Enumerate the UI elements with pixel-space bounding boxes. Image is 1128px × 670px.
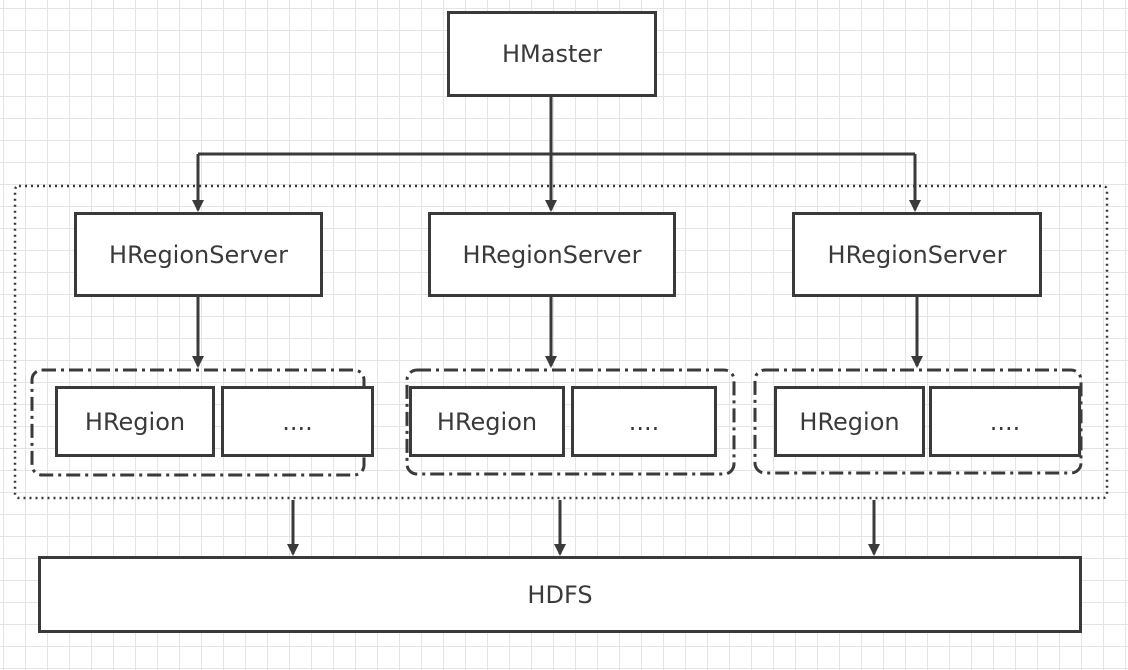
hregion-label: HRegion [436,407,538,436]
hregion-node: HRegion [774,386,925,457]
region-server-label: HRegionServer [827,240,1007,269]
hmaster-label: HMaster [501,40,602,68]
region-server-label: HRegionServer [109,240,288,269]
region-server-label: HRegionServer [462,240,642,269]
hdfs-node: HDFS [38,556,1082,633]
hregion-label: HRegion [84,407,186,436]
hregion-label: HRegion [799,407,900,436]
more-regions-label: .... [989,407,1021,436]
more-regions-node: .... [571,386,717,457]
hregion-node: HRegion [409,386,565,457]
region-server-node: HRegionServer [428,212,676,297]
region-server-node: HRegionServer [74,212,323,297]
more-regions-label: .... [282,407,313,436]
region-server-node: HRegionServer [792,212,1042,297]
hregion-node: HRegion [55,386,215,457]
hdfs-label: HDFS [527,580,593,609]
more-regions-node: .... [221,386,374,457]
more-regions-node: .... [929,386,1081,457]
region-group-boundary [405,368,736,476]
server-cluster-boundary [13,184,1109,500]
region-group-boundary [753,368,1083,475]
hmaster-node: HMaster [447,11,657,97]
more-regions-label: .... [628,407,660,436]
